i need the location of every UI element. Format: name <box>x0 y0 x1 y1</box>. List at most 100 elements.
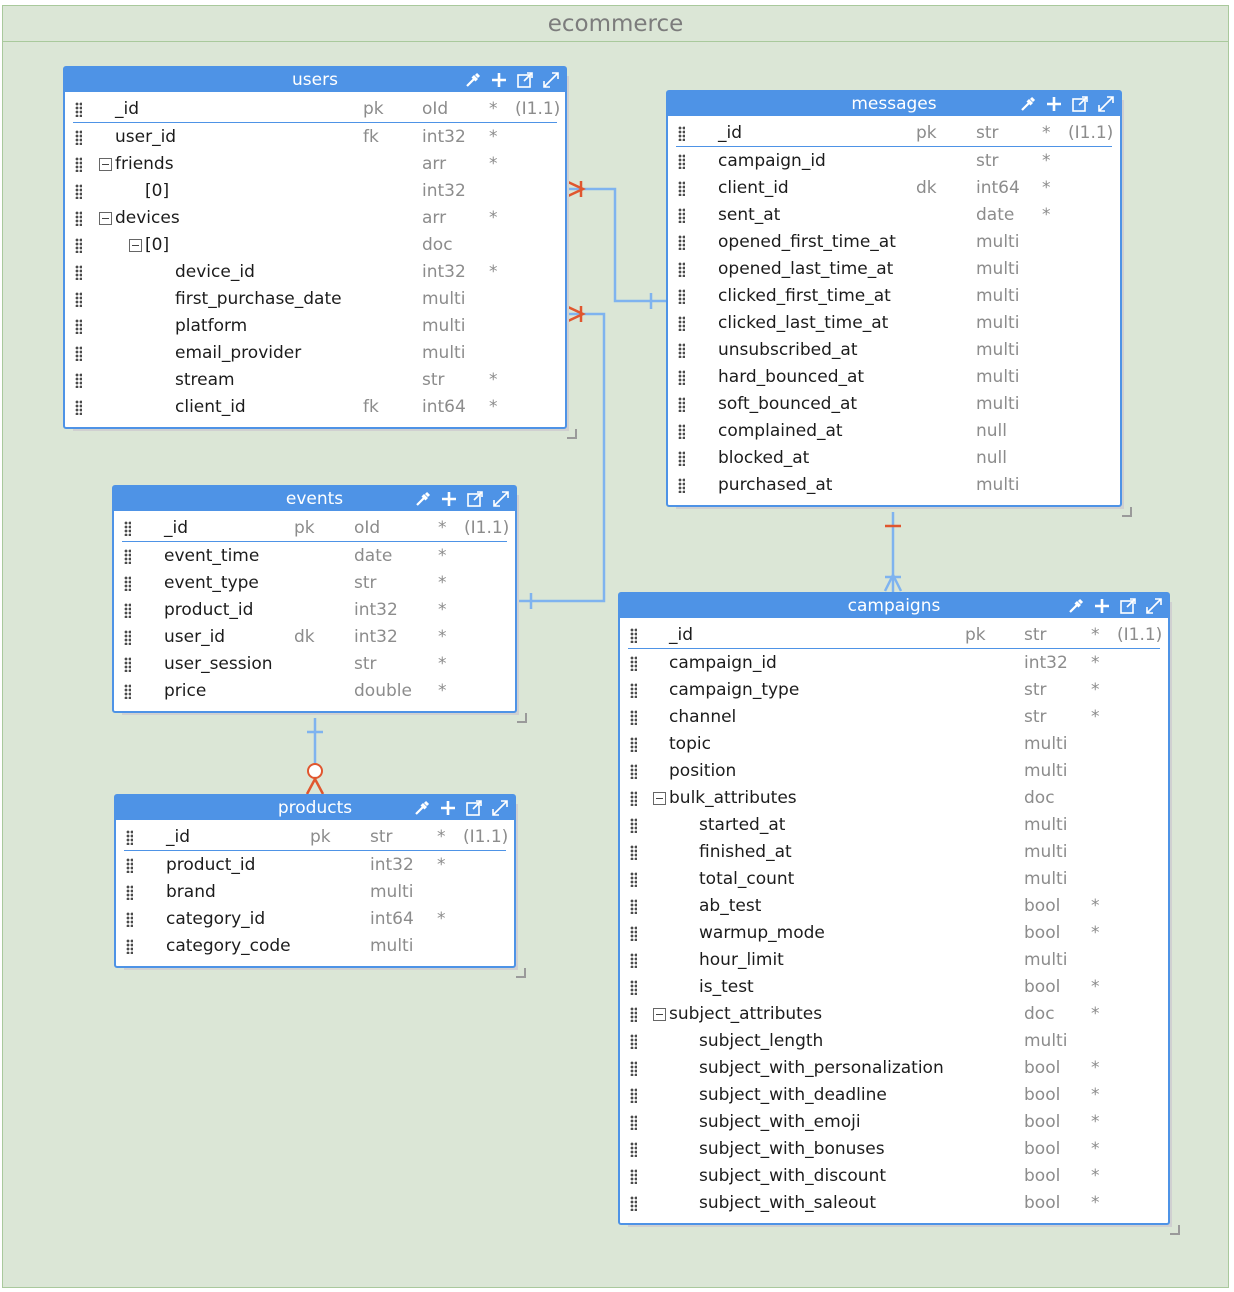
drag-handle-icon[interactable] <box>630 731 637 758</box>
field-row[interactable]: [0]int32 <box>65 178 565 205</box>
expand-icon[interactable] <box>490 798 510 818</box>
resize-handle[interactable] <box>1170 1225 1180 1235</box>
drag-handle-icon[interactable] <box>630 839 637 866</box>
drag-handle-icon[interactable] <box>124 597 131 624</box>
drag-handle-icon[interactable] <box>630 1082 637 1109</box>
collapse-icon[interactable] <box>129 239 142 252</box>
drag-handle-icon[interactable] <box>678 283 685 310</box>
entity-header[interactable]: messages <box>668 92 1120 116</box>
collapse-icon[interactable] <box>653 792 666 805</box>
drag-handle-icon[interactable] <box>630 1001 637 1028</box>
plus-icon[interactable] <box>1092 596 1112 616</box>
drag-handle-icon[interactable] <box>630 677 637 704</box>
drag-handle-icon[interactable] <box>630 650 637 677</box>
drag-handle-icon[interactable] <box>75 394 82 421</box>
field-row[interactable]: [0]doc <box>65 232 565 259</box>
drag-handle-icon[interactable] <box>124 651 131 678</box>
resize-handle[interactable] <box>567 429 577 439</box>
eyedropper-icon[interactable] <box>1018 94 1038 114</box>
drag-handle-icon[interactable] <box>678 445 685 472</box>
drag-handle-icon[interactable] <box>75 286 82 313</box>
plus-icon[interactable] <box>438 798 458 818</box>
drag-handle-icon[interactable] <box>630 1109 637 1136</box>
drag-handle-icon[interactable] <box>630 1190 637 1217</box>
collapse-icon[interactable] <box>653 1008 666 1021</box>
drag-handle-icon[interactable] <box>126 879 133 906</box>
drag-handle-icon[interactable] <box>126 852 133 879</box>
drag-handle-icon[interactable] <box>678 472 685 499</box>
eyedropper-icon[interactable] <box>1066 596 1086 616</box>
drag-handle-icon[interactable] <box>678 229 685 256</box>
drag-handle-icon[interactable] <box>630 1055 637 1082</box>
drag-handle-icon[interactable] <box>75 178 82 205</box>
drag-handle-icon[interactable] <box>630 704 637 731</box>
eyedropper-icon[interactable] <box>412 798 432 818</box>
drag-handle-icon[interactable] <box>630 947 637 974</box>
plus-icon[interactable] <box>489 70 509 90</box>
drag-handle-icon[interactable] <box>126 933 133 960</box>
eyedropper-icon[interactable] <box>413 489 433 509</box>
collapse-icon[interactable] <box>99 212 112 225</box>
open-external-icon[interactable] <box>515 70 535 90</box>
plus-icon[interactable] <box>439 489 459 509</box>
drag-handle-icon[interactable] <box>678 391 685 418</box>
open-external-icon[interactable] <box>1070 94 1090 114</box>
drag-handle-icon[interactable] <box>630 893 637 920</box>
drag-handle-icon[interactable] <box>124 543 131 570</box>
expand-icon[interactable] <box>541 70 561 90</box>
drag-handle-icon[interactable] <box>678 148 685 175</box>
drag-handle-icon[interactable] <box>75 232 82 259</box>
eyedropper-icon[interactable] <box>463 70 483 90</box>
entity-header[interactable]: events <box>114 487 515 511</box>
drag-handle-icon[interactable] <box>630 1028 637 1055</box>
drag-handle-icon[interactable] <box>630 920 637 947</box>
drag-handle-icon[interactable] <box>678 175 685 202</box>
drag-handle-icon[interactable] <box>124 570 131 597</box>
drag-handle-icon[interactable] <box>678 202 685 229</box>
drag-handle-icon[interactable] <box>124 624 131 651</box>
